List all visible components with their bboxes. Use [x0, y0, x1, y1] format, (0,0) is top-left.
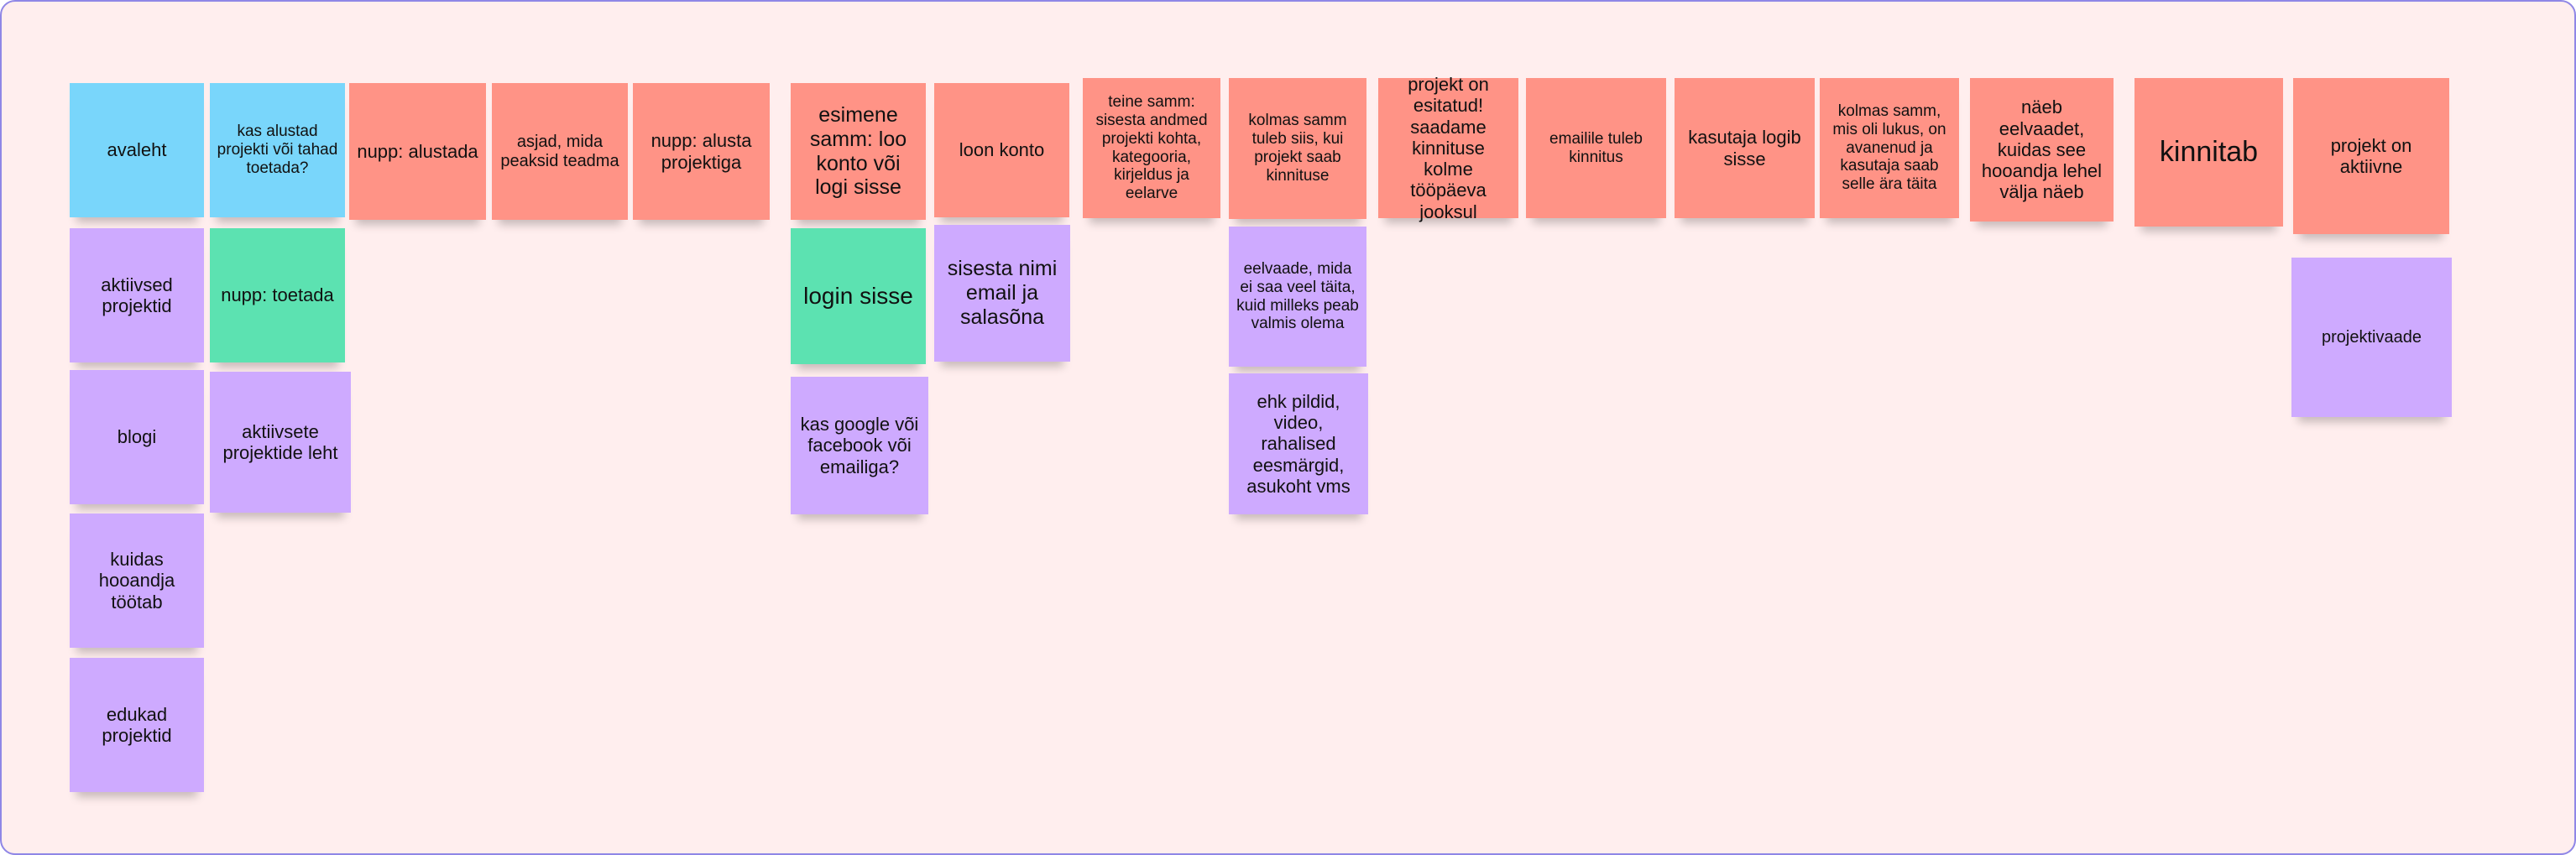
sticky-note-nupp-toetada[interactable]: nupp: toetada	[210, 228, 345, 362]
sticky-note-projekt-aktiivne[interactable]: projekt on aktiivne	[2293, 78, 2449, 234]
sticky-note-nupp-alusta-projektiga[interactable]: nupp: alusta projektiga	[633, 83, 770, 220]
sticky-note-sisesta-nimi[interactable]: sisesta nimi email ja salasõna	[934, 225, 1070, 362]
sticky-note-projektivaade[interactable]: projektivaade	[2291, 258, 2452, 417]
sticky-note-asjad-mida-teadma[interactable]: asjad, mida peaksid teadma	[492, 83, 628, 220]
sticky-note-pildid-video[interactable]: ehk pildid, video, rahalised eesmärgid, …	[1229, 373, 1368, 514]
sticky-note-projekt-esitatud[interactable]: projekt on esitatud! saadame kinnituse k…	[1378, 74, 1518, 222]
sticky-note-aktiivsete-projektide-leht[interactable]: aktiivsete projektide leht	[210, 372, 351, 513]
sticky-note-eelvaade[interactable]: eelvaade, mida ei saa veel täita, kuid m…	[1229, 227, 1366, 367]
sticky-note-naeb-eelvaadet[interactable]: näeb eelvaadet, kuidas see hooandja lehe…	[1970, 78, 2114, 222]
sticky-note-kolmas-samm-avanenud[interactable]: kolmas samm, mis oli lukus, on avanenud …	[1820, 78, 1959, 218]
sticky-note-kasutaja-logib-sisse[interactable]: kasutaja logib sisse	[1675, 78, 1815, 218]
sticky-note-kuidas-hooandja-tootab[interactable]: kuidas hooandja töötab	[70, 514, 204, 648]
sticky-note-loon-konto[interactable]: loon konto	[934, 83, 1069, 217]
sticky-note-blogi[interactable]: blogi	[70, 370, 204, 504]
sticky-note-edukad-projektid[interactable]: edukad projektid	[70, 658, 204, 792]
sticky-note-nupp-alustada[interactable]: nupp: alustada	[349, 83, 486, 220]
sticky-note-aktiivsed-projektid[interactable]: aktiivsed projektid	[70, 228, 204, 362]
sticky-note-avaleht[interactable]: avaleht	[70, 83, 204, 217]
sticky-note-esimene-samm[interactable]: esimene samm: loo konto või logi sisse	[791, 83, 926, 220]
sticky-note-teine-samm[interactable]: teine samm: sisesta andmed projekti koht…	[1083, 78, 1220, 218]
sticky-note-alustad-voi-toetad[interactable]: kas alustad projekti või tahad toetada?	[210, 83, 345, 217]
sticky-note-login-sisse[interactable]: login sisse	[791, 228, 926, 364]
sticky-note-emailile-kinnitus[interactable]: emailile tuleb kinnitus	[1526, 78, 1666, 218]
sticky-note-google-facebook-email[interactable]: kas google või facebook või emailiga?	[791, 377, 928, 514]
sticky-note-kinnitab[interactable]: kinnitab	[2134, 78, 2283, 227]
sticky-note-kolmas-samm-kinnitus[interactable]: kolmas samm tuleb siis, kui projekt saab…	[1229, 78, 1366, 219]
